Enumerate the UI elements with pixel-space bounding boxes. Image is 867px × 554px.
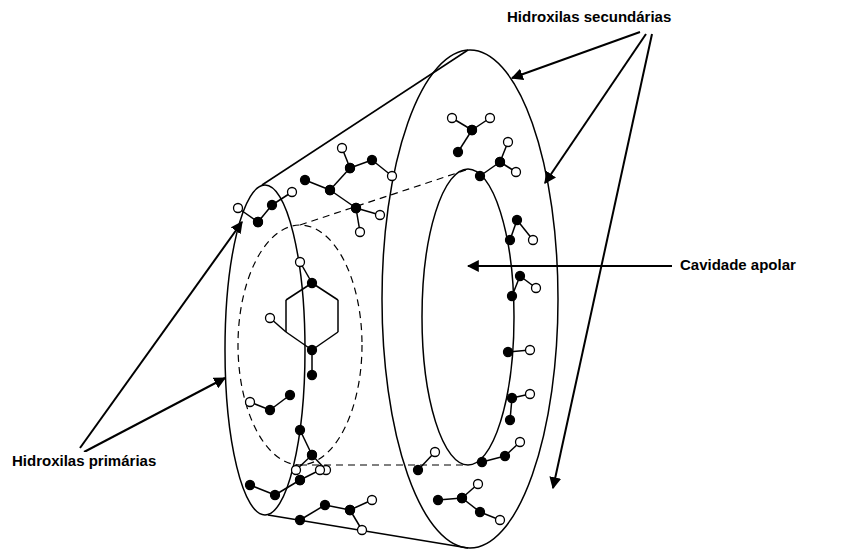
hydroxyl-atom (356, 228, 365, 237)
carbon-atom (504, 348, 513, 357)
hydroxyl-atom (526, 390, 535, 399)
callout-label: Cavidade apolar (678, 256, 798, 274)
carbon-atom (301, 176, 310, 185)
carbon-atom (296, 516, 305, 525)
carbon-atom (321, 501, 330, 510)
carbon-atom (368, 156, 377, 165)
hidden-edges (238, 170, 466, 465)
carbon-atom (513, 216, 522, 225)
carbon-atom (308, 371, 317, 380)
carbon-atom (434, 496, 443, 505)
carbon-atom (454, 148, 463, 157)
hydroxyl-atom (296, 258, 305, 267)
hydroxyl-atom (496, 516, 505, 525)
bond (285, 300, 287, 332)
glucose-units (234, 114, 541, 535)
hydroxyl-atom (292, 466, 301, 475)
carbon-atom (296, 426, 305, 435)
hydroxyl-atom (316, 466, 325, 475)
carbon-atom (516, 272, 525, 281)
hydroxyl-atom (474, 480, 483, 489)
carbon-atom (246, 481, 255, 490)
carbon-atom (468, 126, 477, 135)
callout-label: Hidroxilas primárias (10, 452, 158, 470)
carbon-atom (352, 204, 361, 213)
hydroxyl-atom (448, 114, 457, 123)
carbon-atom (308, 451, 317, 460)
carbon-atom (458, 494, 467, 503)
carbon-atom (268, 201, 277, 210)
hydroxyl-atom (288, 188, 297, 197)
hydroxyl-atom (512, 168, 521, 177)
carbon-atom (414, 466, 423, 475)
leader-arrows (80, 32, 672, 488)
carbon-atom (506, 236, 515, 245)
hydroxyl-atom (526, 346, 535, 355)
carbon-atom (508, 292, 517, 301)
carbon-atom (254, 218, 263, 227)
hydroxyl-atom (338, 144, 347, 153)
hydroxyl-atom (486, 114, 495, 123)
carbon-atom (346, 506, 355, 515)
carbon-atom (346, 164, 355, 173)
cone-outline (225, 50, 558, 548)
carbon-atom (346, 506, 355, 515)
hydroxyl-atom (368, 496, 377, 505)
hydroxyl-atom (358, 526, 367, 535)
carbon-atom (266, 406, 275, 415)
hydroxyl-atom (296, 476, 305, 485)
carbon-atom (476, 508, 485, 517)
hydroxyl-atom (266, 314, 275, 323)
carbon-atom (308, 346, 317, 355)
carbon-atom (468, 126, 477, 135)
hydroxyl-atom (516, 438, 525, 447)
carbon-atom (478, 458, 487, 467)
carbon-atom (352, 204, 361, 213)
hydroxyl-atom (529, 236, 538, 245)
carbon-atom (496, 158, 505, 167)
hydroxyl-atom (504, 138, 513, 147)
carbon-atom (476, 172, 485, 181)
carbon-atom (326, 186, 335, 195)
carbon-atom (326, 186, 335, 195)
hydroxyl-atom (532, 284, 541, 293)
carbon-atom (286, 391, 295, 400)
carbon-atom (296, 476, 305, 485)
carbon-atom (254, 218, 263, 227)
carbon-atom (458, 494, 467, 503)
carbon-atom (496, 158, 505, 167)
hydroxyl-atom (388, 172, 397, 181)
hydroxyl-atom (234, 204, 243, 213)
callout-label: Hidroxilas secundárias (505, 8, 673, 26)
hydroxyl-atom (376, 211, 385, 220)
hydroxyl-atom (246, 398, 255, 407)
carbon-atom (508, 394, 517, 403)
bond (337, 300, 339, 332)
carbon-atom (506, 416, 515, 425)
carbon-atom (271, 491, 280, 500)
carbon-atom (346, 164, 355, 173)
carbon-atom (308, 279, 317, 288)
carbon-atom (308, 451, 317, 460)
hydroxyl-atom (431, 448, 440, 457)
carbon-atom (501, 452, 510, 461)
